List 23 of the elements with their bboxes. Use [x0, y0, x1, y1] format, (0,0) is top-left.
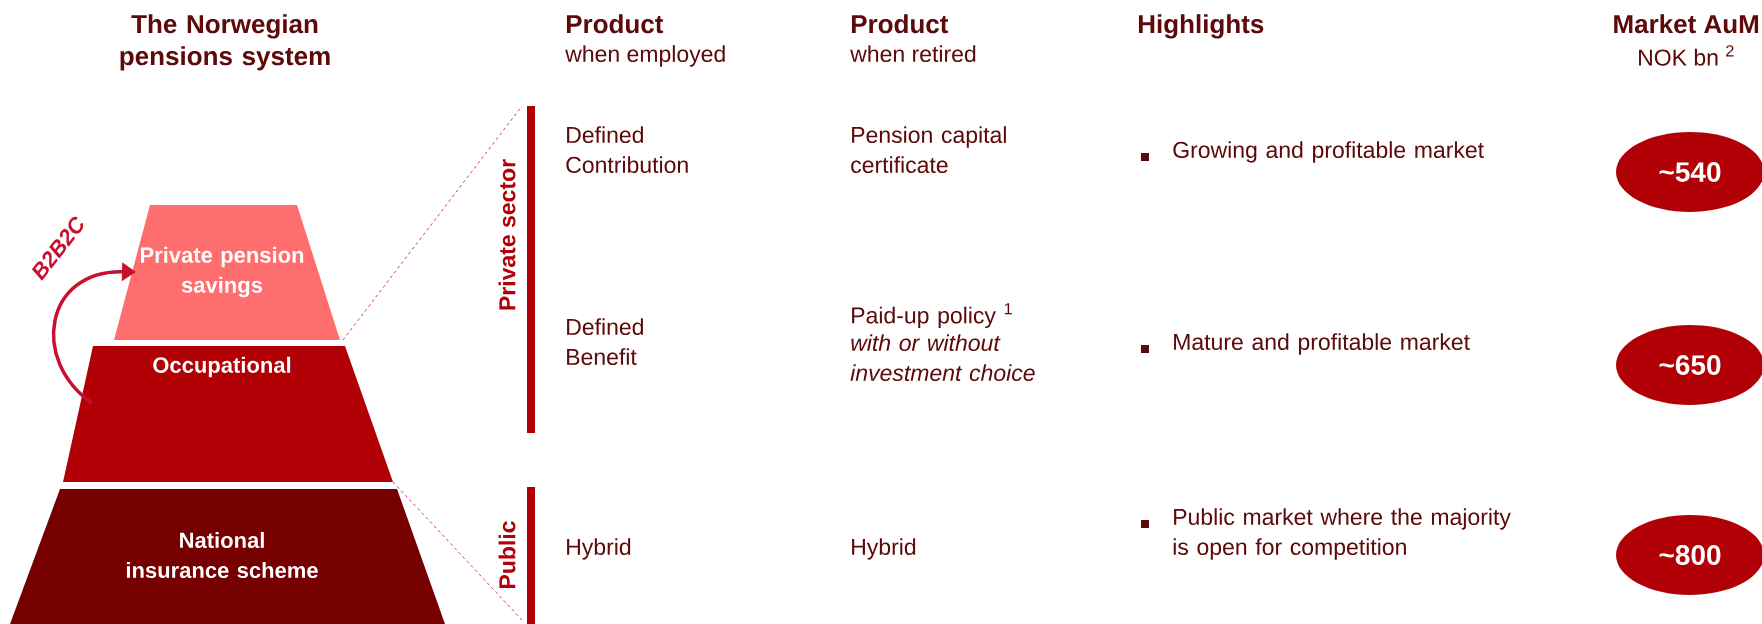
pyramid-layer: National insurance scheme	[10, 489, 445, 624]
column-subheading: when employed	[565, 45, 725, 67]
table-cell: Defined Contribution	[566, 126, 688, 174]
section-label: Public	[498, 521, 516, 588]
column-heading: Market AuM	[1614, 14, 1759, 34]
table-cell: Hybrid	[852, 538, 916, 560]
table-cell: Defined Benefit	[567, 318, 643, 366]
column-subheading: NOK bn $^{2}$	[1639, 45, 1734, 66]
pyramid-layer: Private pension savings	[114, 205, 340, 340]
bullet-item: Public market where the majority is open for competition	[1141, 508, 1511, 560]
column-heading: Product	[851, 14, 949, 34]
table-cell: Paid-up policy $^{1}$	[852, 303, 1012, 329]
pyramid-layer: Occupational	[63, 346, 393, 482]
bullet-item: Mature and profitable market	[1141, 333, 1470, 355]
table-cell: Pension capital certificate	[851, 126, 1006, 174]
section-label: Private sector	[498, 159, 516, 310]
bullet-item: Growing and profitable market	[1141, 141, 1484, 163]
column-subheading: when retired	[850, 45, 976, 63]
column-heading: Product	[566, 14, 664, 34]
table-cell: Hybrid	[567, 538, 631, 560]
title: The Norwegian pensions system	[120, 14, 330, 71]
column-heading: Highlights	[1138, 14, 1264, 39]
table-cell: with or without investment choice	[850, 334, 1035, 382]
